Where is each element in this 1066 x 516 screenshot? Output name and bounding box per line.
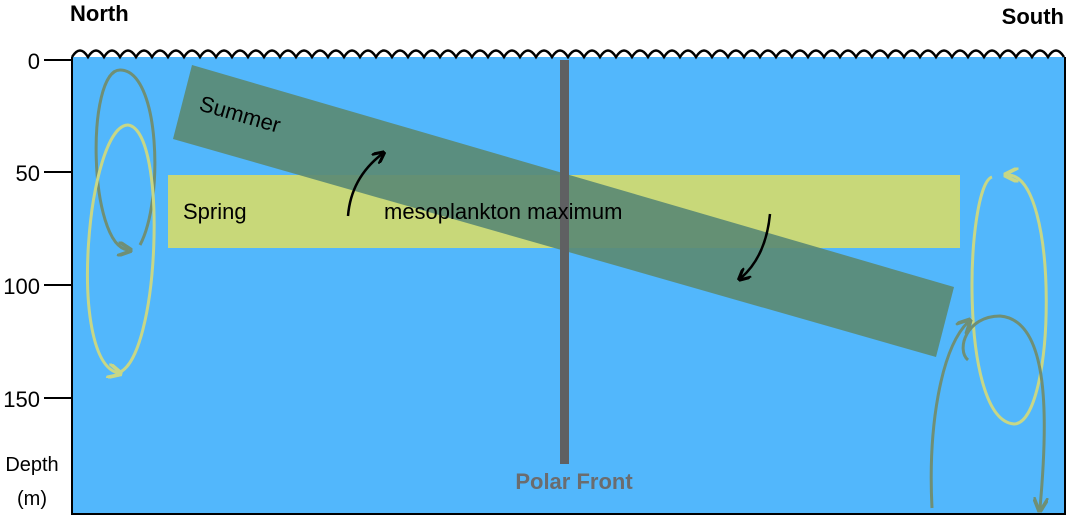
downward-shift-arrow <box>741 213 772 278</box>
depth-tick-150: 150 <box>3 387 40 412</box>
depth-tick-50: 50 <box>16 161 40 186</box>
north-label: North <box>70 1 129 26</box>
spring-label: Spring <box>183 199 247 224</box>
polar-front-line <box>560 60 569 464</box>
south-circulation-yellow <box>970 175 1048 426</box>
north-circulation-yellow <box>85 123 156 373</box>
south-label: South <box>1002 4 1064 29</box>
upward-shift-arrow <box>346 154 382 217</box>
depth-axis-title: Depth <box>5 454 58 476</box>
south-circulation-green-a <box>929 322 968 509</box>
depth-axis-unit: (m) <box>17 488 47 510</box>
polar-front-label: Polar Front <box>515 469 633 494</box>
south-circulation-green-b <box>961 314 1044 508</box>
mesoplankton-maximum-label: mesoplankton maximum <box>384 199 622 224</box>
north-circulation-green <box>94 68 157 250</box>
sea-surface-waves <box>70 49 1066 60</box>
depth-tick-100: 100 <box>3 274 40 299</box>
depth-tick-0: 0 <box>28 49 40 74</box>
depth-axis: 0 50 100 150 Depth (m) <box>3 49 72 510</box>
